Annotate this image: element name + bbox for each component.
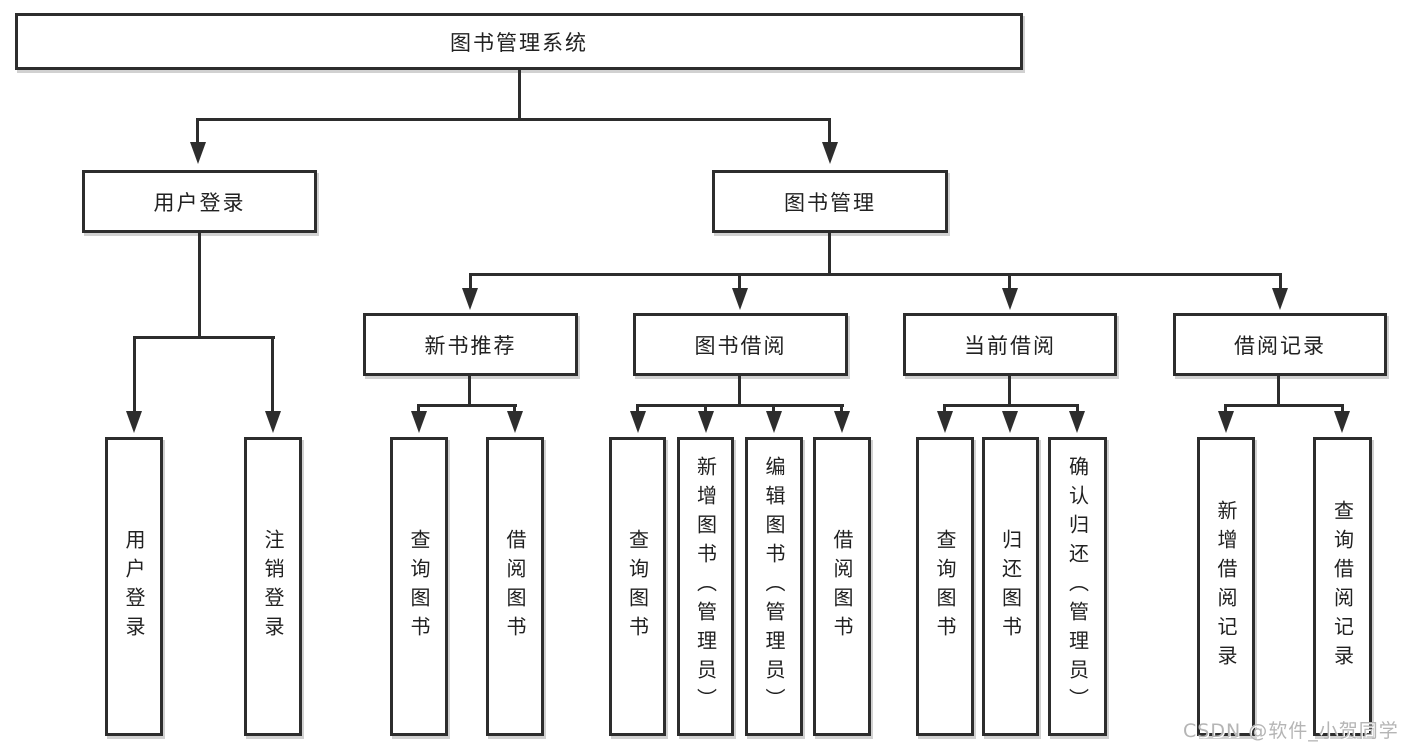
node-book-borrow-label: 图书借阅 bbox=[694, 333, 787, 358]
arrow-down-icon bbox=[462, 288, 478, 310]
leaf-query-book: 查询图书 bbox=[390, 437, 448, 736]
connector-line bbox=[943, 404, 1079, 407]
connector-line bbox=[840, 404, 843, 413]
connector-line bbox=[196, 118, 199, 144]
connector-line bbox=[704, 404, 707, 413]
arrow-down-icon bbox=[126, 411, 142, 433]
arrow-down-icon bbox=[265, 411, 281, 433]
leaf-confirm-return-admin: 确认归还（管理员） bbox=[1048, 437, 1107, 736]
leaf-query-book-label: 查询图书 bbox=[407, 528, 431, 645]
arrow-down-icon bbox=[1272, 288, 1288, 310]
node-borrow-records: 借阅记录 bbox=[1173, 313, 1387, 376]
connector-line bbox=[1277, 376, 1280, 407]
arrow-down-icon bbox=[1002, 288, 1018, 310]
leaf-add-book-admin-label: 新增图书（管理员） bbox=[693, 456, 718, 717]
connector-line bbox=[1008, 273, 1011, 290]
arrow-down-icon bbox=[834, 411, 850, 433]
leaf-user-login-label: 用户登录 bbox=[122, 528, 146, 645]
connector-line bbox=[133, 336, 275, 339]
leaf-edit-book-admin: 编辑图书（管理员） bbox=[745, 437, 803, 736]
leaf-query-book-label: 查询图书 bbox=[933, 528, 957, 645]
connector-line bbox=[943, 404, 946, 413]
arrow-down-icon bbox=[507, 411, 523, 433]
leaf-borrow-book: 借阅图书 bbox=[486, 437, 544, 736]
leaf-logout-login-label: 注销登录 bbox=[261, 528, 285, 645]
arrow-down-icon bbox=[411, 411, 427, 433]
connector-line bbox=[133, 336, 136, 413]
leaf-query-borrow-record: 查询借阅记录 bbox=[1313, 437, 1372, 736]
node-new-book-recommend-label: 新书推荐 bbox=[424, 333, 517, 358]
connector-line bbox=[738, 273, 741, 290]
connector-line bbox=[1224, 404, 1344, 407]
arrow-down-icon bbox=[698, 411, 714, 433]
arrow-down-icon bbox=[732, 288, 748, 310]
connector-line bbox=[271, 336, 274, 413]
leaf-add-book-admin: 新增图书（管理员） bbox=[677, 437, 734, 736]
leaf-add-borrow-record: 新增借阅记录 bbox=[1197, 437, 1255, 736]
leaf-edit-book-admin-label: 编辑图书（管理员） bbox=[762, 456, 786, 717]
connector-line bbox=[772, 404, 775, 413]
node-book-management-label: 图书管理 bbox=[784, 190, 876, 215]
connector-line bbox=[636, 404, 639, 413]
leaf-return-book-label: 归还图书 bbox=[998, 528, 1023, 645]
connector-line bbox=[1279, 273, 1282, 290]
node-current-borrow-label: 当前借阅 bbox=[964, 333, 1056, 358]
connector-line bbox=[196, 118, 831, 121]
connector-line bbox=[468, 376, 471, 407]
node-book-management: 图书管理 bbox=[712, 170, 948, 233]
arrow-down-icon bbox=[630, 411, 646, 433]
node-new-book-recommend: 新书推荐 bbox=[363, 313, 578, 376]
leaf-query-book-label: 查询图书 bbox=[625, 528, 650, 645]
csdn-watermark: CSDN @软件_小贺同学 bbox=[1183, 720, 1399, 742]
connector-line bbox=[1341, 404, 1344, 413]
leaf-confirm-return-admin-label: 确认归还（管理员） bbox=[1065, 456, 1090, 717]
node-current-borrow: 当前借阅 bbox=[903, 313, 1117, 376]
node-root: 图书管理系统 bbox=[15, 13, 1023, 70]
arrow-down-icon bbox=[1334, 411, 1350, 433]
leaf-borrow-book: 借阅图书 bbox=[813, 437, 871, 736]
leaf-borrow-book-label: 借阅图书 bbox=[830, 528, 854, 645]
leaf-add-borrow-record-label: 新增借阅记录 bbox=[1214, 499, 1238, 674]
leaf-return-book: 归还图书 bbox=[982, 437, 1039, 736]
arrow-down-icon bbox=[766, 411, 782, 433]
leaf-query-borrow-record-label: 查询借阅记录 bbox=[1330, 499, 1355, 674]
connector-line bbox=[636, 404, 844, 407]
connector-line bbox=[828, 233, 831, 276]
arrow-down-icon bbox=[1218, 411, 1234, 433]
leaf-logout-login: 注销登录 bbox=[244, 437, 302, 736]
arrow-down-icon bbox=[822, 142, 838, 164]
node-book-borrow: 图书借阅 bbox=[633, 313, 848, 376]
leaf-query-book: 查询图书 bbox=[609, 437, 666, 736]
connector-line bbox=[738, 376, 741, 407]
connector-line bbox=[513, 404, 516, 413]
connector-line bbox=[518, 70, 521, 118]
leaf-user-login: 用户登录 bbox=[105, 437, 163, 736]
node-root-label: 图书管理系统 bbox=[450, 30, 588, 55]
arrow-down-icon bbox=[937, 411, 953, 433]
connector-line bbox=[469, 273, 1282, 276]
node-user-login-label: 用户登录 bbox=[153, 190, 246, 215]
node-borrow-records-label: 借阅记录 bbox=[1234, 333, 1326, 358]
arrow-down-icon bbox=[1002, 411, 1018, 433]
arrow-down-icon bbox=[1069, 411, 1085, 433]
connector-line bbox=[198, 233, 201, 339]
connector-line bbox=[1008, 376, 1011, 407]
connector-line bbox=[1224, 404, 1227, 413]
leaf-query-book: 查询图书 bbox=[916, 437, 974, 736]
node-user-login: 用户登录 bbox=[82, 170, 317, 233]
connector-line bbox=[417, 404, 517, 407]
connector-line bbox=[417, 404, 420, 413]
connector-line bbox=[469, 273, 472, 290]
connector-line bbox=[1076, 404, 1079, 413]
arrow-down-icon bbox=[190, 142, 206, 164]
connector-line bbox=[828, 118, 831, 144]
leaf-borrow-book-label: 借阅图书 bbox=[503, 528, 527, 645]
